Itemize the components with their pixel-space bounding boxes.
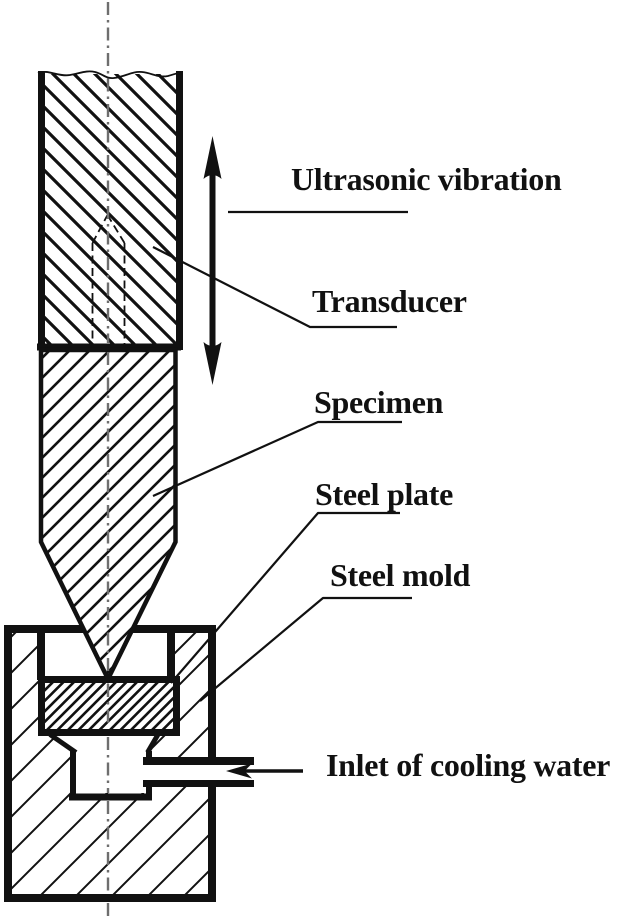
label-steel-mold: Steel mold [330, 557, 471, 593]
leader-specimen [152, 420, 402, 498]
transducer-shape [37, 70, 183, 351]
leader-steel-plate [170, 511, 400, 684]
water-flow-arrow-icon [226, 763, 303, 779]
horn-dashed-outline [91, 214, 126, 347]
break-line [37, 70, 183, 80]
leader-steel-mold [199, 596, 412, 702]
cooling-channel-shape [48, 732, 252, 801]
label-ultrasonic-vibration: Ultrasonic vibration [291, 161, 562, 197]
steel-mold-shape [4, 625, 254, 902]
water-pipe-shape [143, 757, 254, 787]
leader-transducer [152, 246, 397, 329]
label-specimen: Specimen [314, 384, 444, 420]
vibration-arrow-icon [203, 136, 222, 385]
label-transducer: Transducer [312, 283, 467, 319]
label-steel-plate: Steel plate [315, 476, 453, 512]
leader-lines [152, 210, 412, 702]
label-inlet-cooling-water: Inlet of cooling water [326, 747, 611, 783]
